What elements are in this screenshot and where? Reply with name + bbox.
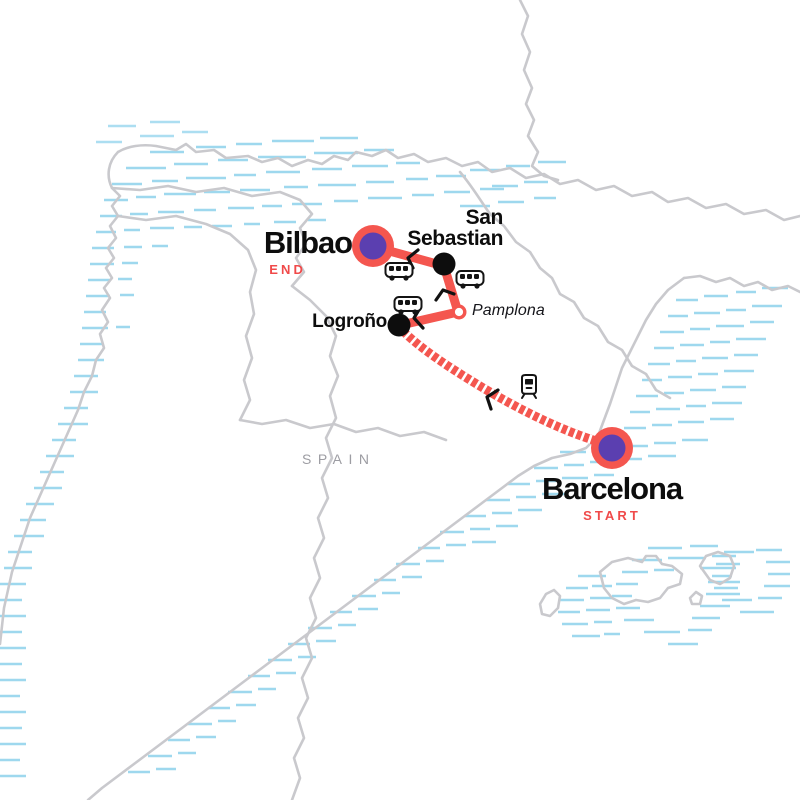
mediterranean-coast [86,276,686,800]
stop-markers[interactable] [387,252,456,337]
pyrenees-border [458,170,672,400]
train-route-line [399,327,611,449]
small-island-outline [688,590,704,606]
mallorca-outline [598,554,684,606]
menorca-outline [698,550,736,586]
bus-icon [384,262,414,281]
train-icon [521,374,537,399]
bus-icon [455,270,485,289]
region-border-south [238,418,448,442]
ebro-region [682,274,800,294]
marker-stop-logrono [387,313,411,337]
iberia-outline [116,142,800,222]
train-route-ties [400,328,608,449]
iberia-west-coast [0,150,122,646]
direction-arrow [434,288,456,302]
bus-icon [393,296,423,315]
route-leg-train [399,327,611,449]
bus-route-logrono-pamplona [396,307,463,330]
marker-terminus-barcelona[interactable] [591,427,633,469]
marker-terminus-bilbao[interactable] [352,225,394,267]
ibiza-outline [538,588,562,618]
marker-waypoint-pamplona[interactable] [451,304,467,320]
region-border-mid [116,214,258,422]
region-border-east [290,284,340,800]
ocean-hatching [0,120,790,778]
region-border-north [110,184,314,288]
direction-arrow [485,388,500,411]
marker-stop-san-sebastian [432,252,456,276]
france-coast [518,0,560,182]
